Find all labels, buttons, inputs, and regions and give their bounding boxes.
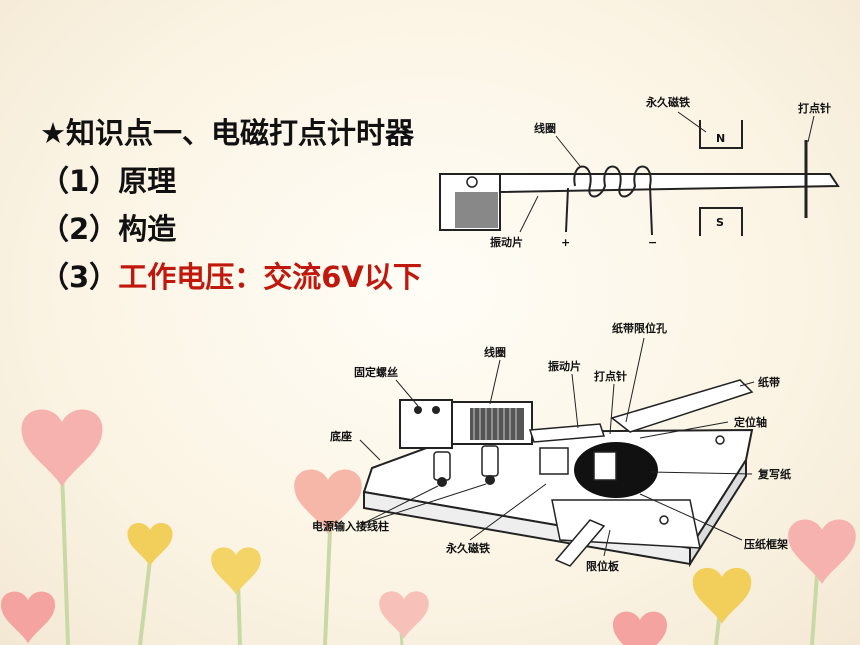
- needle-label-2: 打点针: [594, 369, 627, 383]
- coil-lead-left: [565, 187, 569, 233]
- plus-label: +: [561, 236, 570, 249]
- base-label: 底座: [330, 429, 352, 443]
- terminal-nut: [485, 475, 495, 485]
- page-title: ★知识点一、电磁打点计时器: [40, 116, 414, 150]
- pole-s: S: [716, 216, 724, 229]
- item-voltage: （3）工作电压：交流6V以下: [40, 254, 422, 296]
- terminal-label: 电源输入接线柱: [312, 519, 389, 533]
- item-number: （1）: [40, 164, 119, 198]
- leader: [555, 135, 581, 167]
- item-text-bold: 6V以下: [321, 260, 422, 294]
- paper-tape-upper: [610, 379, 754, 433]
- heart-yellow-right: [692, 567, 752, 645]
- base-screw: [715, 435, 725, 445]
- magnet-label: 永久磁铁: [645, 95, 690, 109]
- coil-lines: [473, 408, 517, 440]
- clamp-hatch: [455, 192, 498, 228]
- terminal-nut: [437, 477, 447, 487]
- coil-label-2: 线圈: [484, 345, 506, 359]
- vibrator-strip: [499, 173, 840, 194]
- item-number: （2）: [40, 212, 119, 246]
- vibrator-arm: [528, 423, 606, 443]
- carbon-clip: [593, 451, 617, 481]
- leader: [807, 115, 815, 143]
- vibrator-label-2: 振动片: [548, 359, 581, 373]
- heart-pink-right: [788, 519, 856, 645]
- paper-tape-lower: [554, 519, 606, 567]
- magnet-n: [699, 120, 743, 149]
- hole-label: 纸带限位孔: [612, 321, 667, 335]
- carbon-label: 复写纸: [757, 467, 791, 481]
- minus-label: −: [648, 236, 657, 249]
- coil-label: 线圈: [534, 121, 556, 135]
- magnet-label-2: 永久磁铁: [445, 541, 490, 555]
- heart-pink-left: [21, 409, 103, 645]
- terminal-left: [433, 451, 451, 481]
- leader: [677, 111, 707, 133]
- magnet-s: [699, 207, 743, 236]
- leader: [519, 195, 539, 233]
- heart-yellow-left: [127, 523, 173, 645]
- screw-block: [399, 399, 453, 449]
- limit-label: 限位板: [586, 559, 620, 573]
- base-side: [689, 456, 747, 568]
- frame-label: 压纸框架: [744, 537, 788, 551]
- coil: [573, 165, 653, 236]
- heart-pink-small: [379, 591, 429, 645]
- heart-yellow-mid: [211, 547, 261, 645]
- coil-winding: [470, 408, 524, 440]
- axis-label: 定位轴: [734, 415, 767, 429]
- heart-pink-mid: [294, 469, 362, 645]
- magnet-body: [539, 447, 569, 475]
- item-text: 原理: [118, 164, 177, 198]
- pole-n: N: [716, 132, 725, 145]
- base-screw: [659, 515, 669, 525]
- vibrator-label: 振动片: [490, 235, 523, 249]
- terminal-right: [481, 445, 499, 477]
- item-structure: （2）构造: [40, 206, 176, 248]
- screw: [432, 406, 440, 414]
- leaders: [359, 337, 755, 557]
- tape-label: 纸带: [758, 375, 780, 389]
- needle-label: 打点针: [798, 101, 831, 115]
- item-text-red: 工作电压：交流: [118, 260, 322, 294]
- clamp-screw: [466, 176, 478, 188]
- screw: [414, 406, 422, 414]
- screw-label: 固定螺丝: [354, 365, 398, 379]
- item-number: （3）: [40, 260, 119, 294]
- item-text: 构造: [118, 212, 177, 246]
- item-principle: （1）原理: [40, 158, 176, 200]
